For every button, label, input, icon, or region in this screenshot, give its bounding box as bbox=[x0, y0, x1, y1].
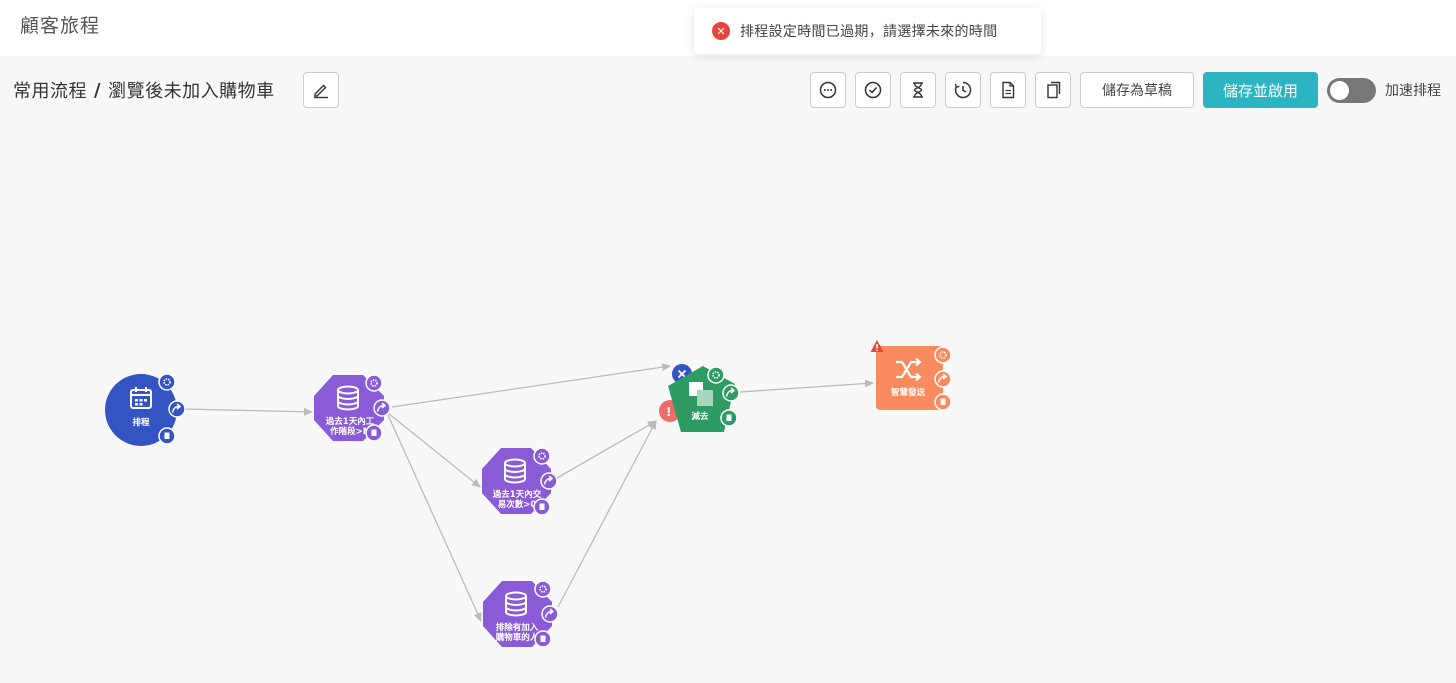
calendar-icon bbox=[130, 387, 152, 409]
subtract-share-button[interactable] bbox=[722, 384, 740, 402]
edge-filter1-filter2 bbox=[387, 412, 481, 488]
trash-icon bbox=[940, 398, 946, 405]
filter2-label-line2: 易次數>0 bbox=[498, 499, 537, 510]
schedule-node-shape bbox=[105, 374, 177, 446]
filter2-label-line1: 過去1天內交 bbox=[492, 489, 542, 500]
validate-button[interactable] bbox=[855, 72, 891, 108]
gear-icon bbox=[712, 371, 720, 379]
close-icon bbox=[677, 369, 687, 379]
filter3-delete-button[interactable] bbox=[534, 630, 552, 648]
toggle-knob bbox=[1330, 81, 1349, 100]
schedule-node-label: 排程 bbox=[132, 417, 150, 428]
node-filter2[interactable]: 過去1天內交 易次數>0 bbox=[482, 447, 558, 516]
edge-schedule-filter1 bbox=[183, 407, 313, 416]
subtract-set-icon bbox=[689, 382, 713, 406]
gear-icon bbox=[163, 378, 171, 386]
save-draft-button[interactable]: 儲存為草稿 bbox=[1080, 72, 1194, 108]
share-arrow-icon bbox=[544, 608, 555, 618]
document-button[interactable] bbox=[990, 72, 1026, 108]
smart-send-node-shape bbox=[876, 346, 943, 410]
edge-filter2-subtract bbox=[556, 420, 657, 479]
gear-icon bbox=[539, 585, 547, 593]
filter1-settings-button[interactable] bbox=[365, 374, 383, 392]
share-arrow-icon bbox=[171, 403, 182, 413]
edge-filter3-subtract bbox=[557, 420, 657, 608]
comment-button[interactable] bbox=[810, 72, 846, 108]
gear-icon bbox=[538, 452, 546, 460]
smart-send-share-button[interactable] bbox=[934, 370, 952, 388]
share-arrow-icon bbox=[725, 387, 736, 397]
pencil-icon bbox=[314, 84, 328, 99]
filter2-settings-button[interactable] bbox=[533, 447, 551, 465]
share-arrow-icon bbox=[937, 373, 948, 383]
shuffle-icon bbox=[896, 357, 922, 382]
copy-button[interactable] bbox=[1035, 72, 1071, 108]
share-arrow-icon bbox=[376, 402, 387, 412]
filter1-label-line1: 過去1天內工 bbox=[325, 416, 375, 427]
breadcrumb-current: 瀏覽後未加入購物車 bbox=[108, 81, 275, 102]
accelerate-label: 加速排程 bbox=[1385, 83, 1441, 99]
trash-icon bbox=[726, 414, 732, 421]
gear-icon bbox=[939, 351, 947, 359]
toast-message: 排程設定時間已過期，請選擇未來的時間 bbox=[740, 24, 998, 40]
schedule-share-button[interactable] bbox=[168, 400, 186, 418]
check-circle-icon bbox=[864, 81, 882, 99]
schedule-delete-button[interactable] bbox=[158, 427, 176, 445]
trash-icon bbox=[539, 503, 545, 510]
wait-button[interactable] bbox=[900, 72, 936, 108]
trash-icon bbox=[540, 635, 546, 642]
history-clock-icon bbox=[954, 81, 972, 99]
filter3-settings-button[interactable] bbox=[534, 580, 552, 598]
filter3-label-line2: 購物車的人 bbox=[495, 632, 539, 643]
trash-icon bbox=[164, 432, 170, 439]
subtract-delete-button[interactable] bbox=[720, 409, 738, 427]
filter1-label-line2: 作階段>N bbox=[330, 426, 370, 437]
warning-icon bbox=[870, 340, 884, 352]
filter1-node-shape bbox=[314, 375, 384, 441]
gear-icon bbox=[370, 379, 378, 387]
filter3-node-shape bbox=[483, 581, 552, 647]
database-icon bbox=[505, 591, 527, 617]
node-filter3[interactable]: 排除有加入 購物車的人 bbox=[483, 580, 559, 648]
error-toast: ✕ 排程設定時間已過期，請選擇未來的時間 bbox=[694, 8, 1041, 54]
save-enable-button[interactable]: 儲存並啟用 bbox=[1203, 72, 1318, 108]
edit-title-button[interactable] bbox=[303, 72, 339, 108]
error-icon: ✕ bbox=[712, 22, 730, 40]
smart-send-delete-button[interactable] bbox=[934, 393, 952, 411]
error-exclamation-icon: ! bbox=[666, 405, 671, 419]
filter1-delete-button[interactable] bbox=[365, 424, 383, 442]
node-schedule[interactable]: 排程 bbox=[105, 373, 186, 446]
breadcrumb: 常用流程 / 瀏覽後未加入購物車 bbox=[13, 77, 275, 103]
hourglass-icon bbox=[913, 82, 923, 98]
filter2-share-button[interactable] bbox=[540, 472, 558, 490]
breadcrumb-root[interactable]: 常用流程 bbox=[13, 81, 87, 102]
database-icon bbox=[504, 458, 526, 484]
copy-icon bbox=[1047, 81, 1061, 99]
filter2-delete-button[interactable] bbox=[533, 498, 551, 516]
document-icon bbox=[1002, 81, 1015, 99]
breadcrumb-separator: / bbox=[94, 79, 102, 101]
edge-subtract-smartsend bbox=[739, 379, 874, 393]
comment-icon bbox=[819, 81, 837, 99]
schedule-settings-button[interactable] bbox=[158, 373, 176, 391]
filter1-share-button[interactable] bbox=[373, 399, 391, 417]
subtract-settings-button[interactable] bbox=[707, 366, 725, 384]
share-arrow-icon bbox=[543, 475, 554, 485]
edge-filter1-subtract bbox=[391, 363, 671, 408]
smart-send-node-label: 智慧發送 bbox=[890, 387, 926, 398]
smart-send-settings-button[interactable] bbox=[934, 346, 952, 364]
history-button[interactable] bbox=[945, 72, 981, 108]
node-subtract[interactable]: ! 減去 bbox=[659, 364, 740, 432]
node-smart-send[interactable]: 智慧發送 bbox=[870, 340, 952, 411]
trash-icon bbox=[371, 429, 377, 436]
app-title: 顧客旅程 bbox=[20, 15, 101, 37]
node-filter1[interactable]: 過去1天內工 作階段>N bbox=[314, 374, 391, 442]
accelerate-toggle[interactable] bbox=[1327, 78, 1376, 103]
filter3-share-button[interactable] bbox=[541, 605, 559, 623]
subtract-node-label: 減去 bbox=[691, 411, 709, 422]
filter2-node-shape bbox=[482, 448, 551, 514]
database-icon bbox=[337, 385, 359, 411]
filter3-label-line1: 排除有加入 bbox=[496, 622, 539, 633]
edge-filter1-filter3 bbox=[387, 414, 482, 622]
